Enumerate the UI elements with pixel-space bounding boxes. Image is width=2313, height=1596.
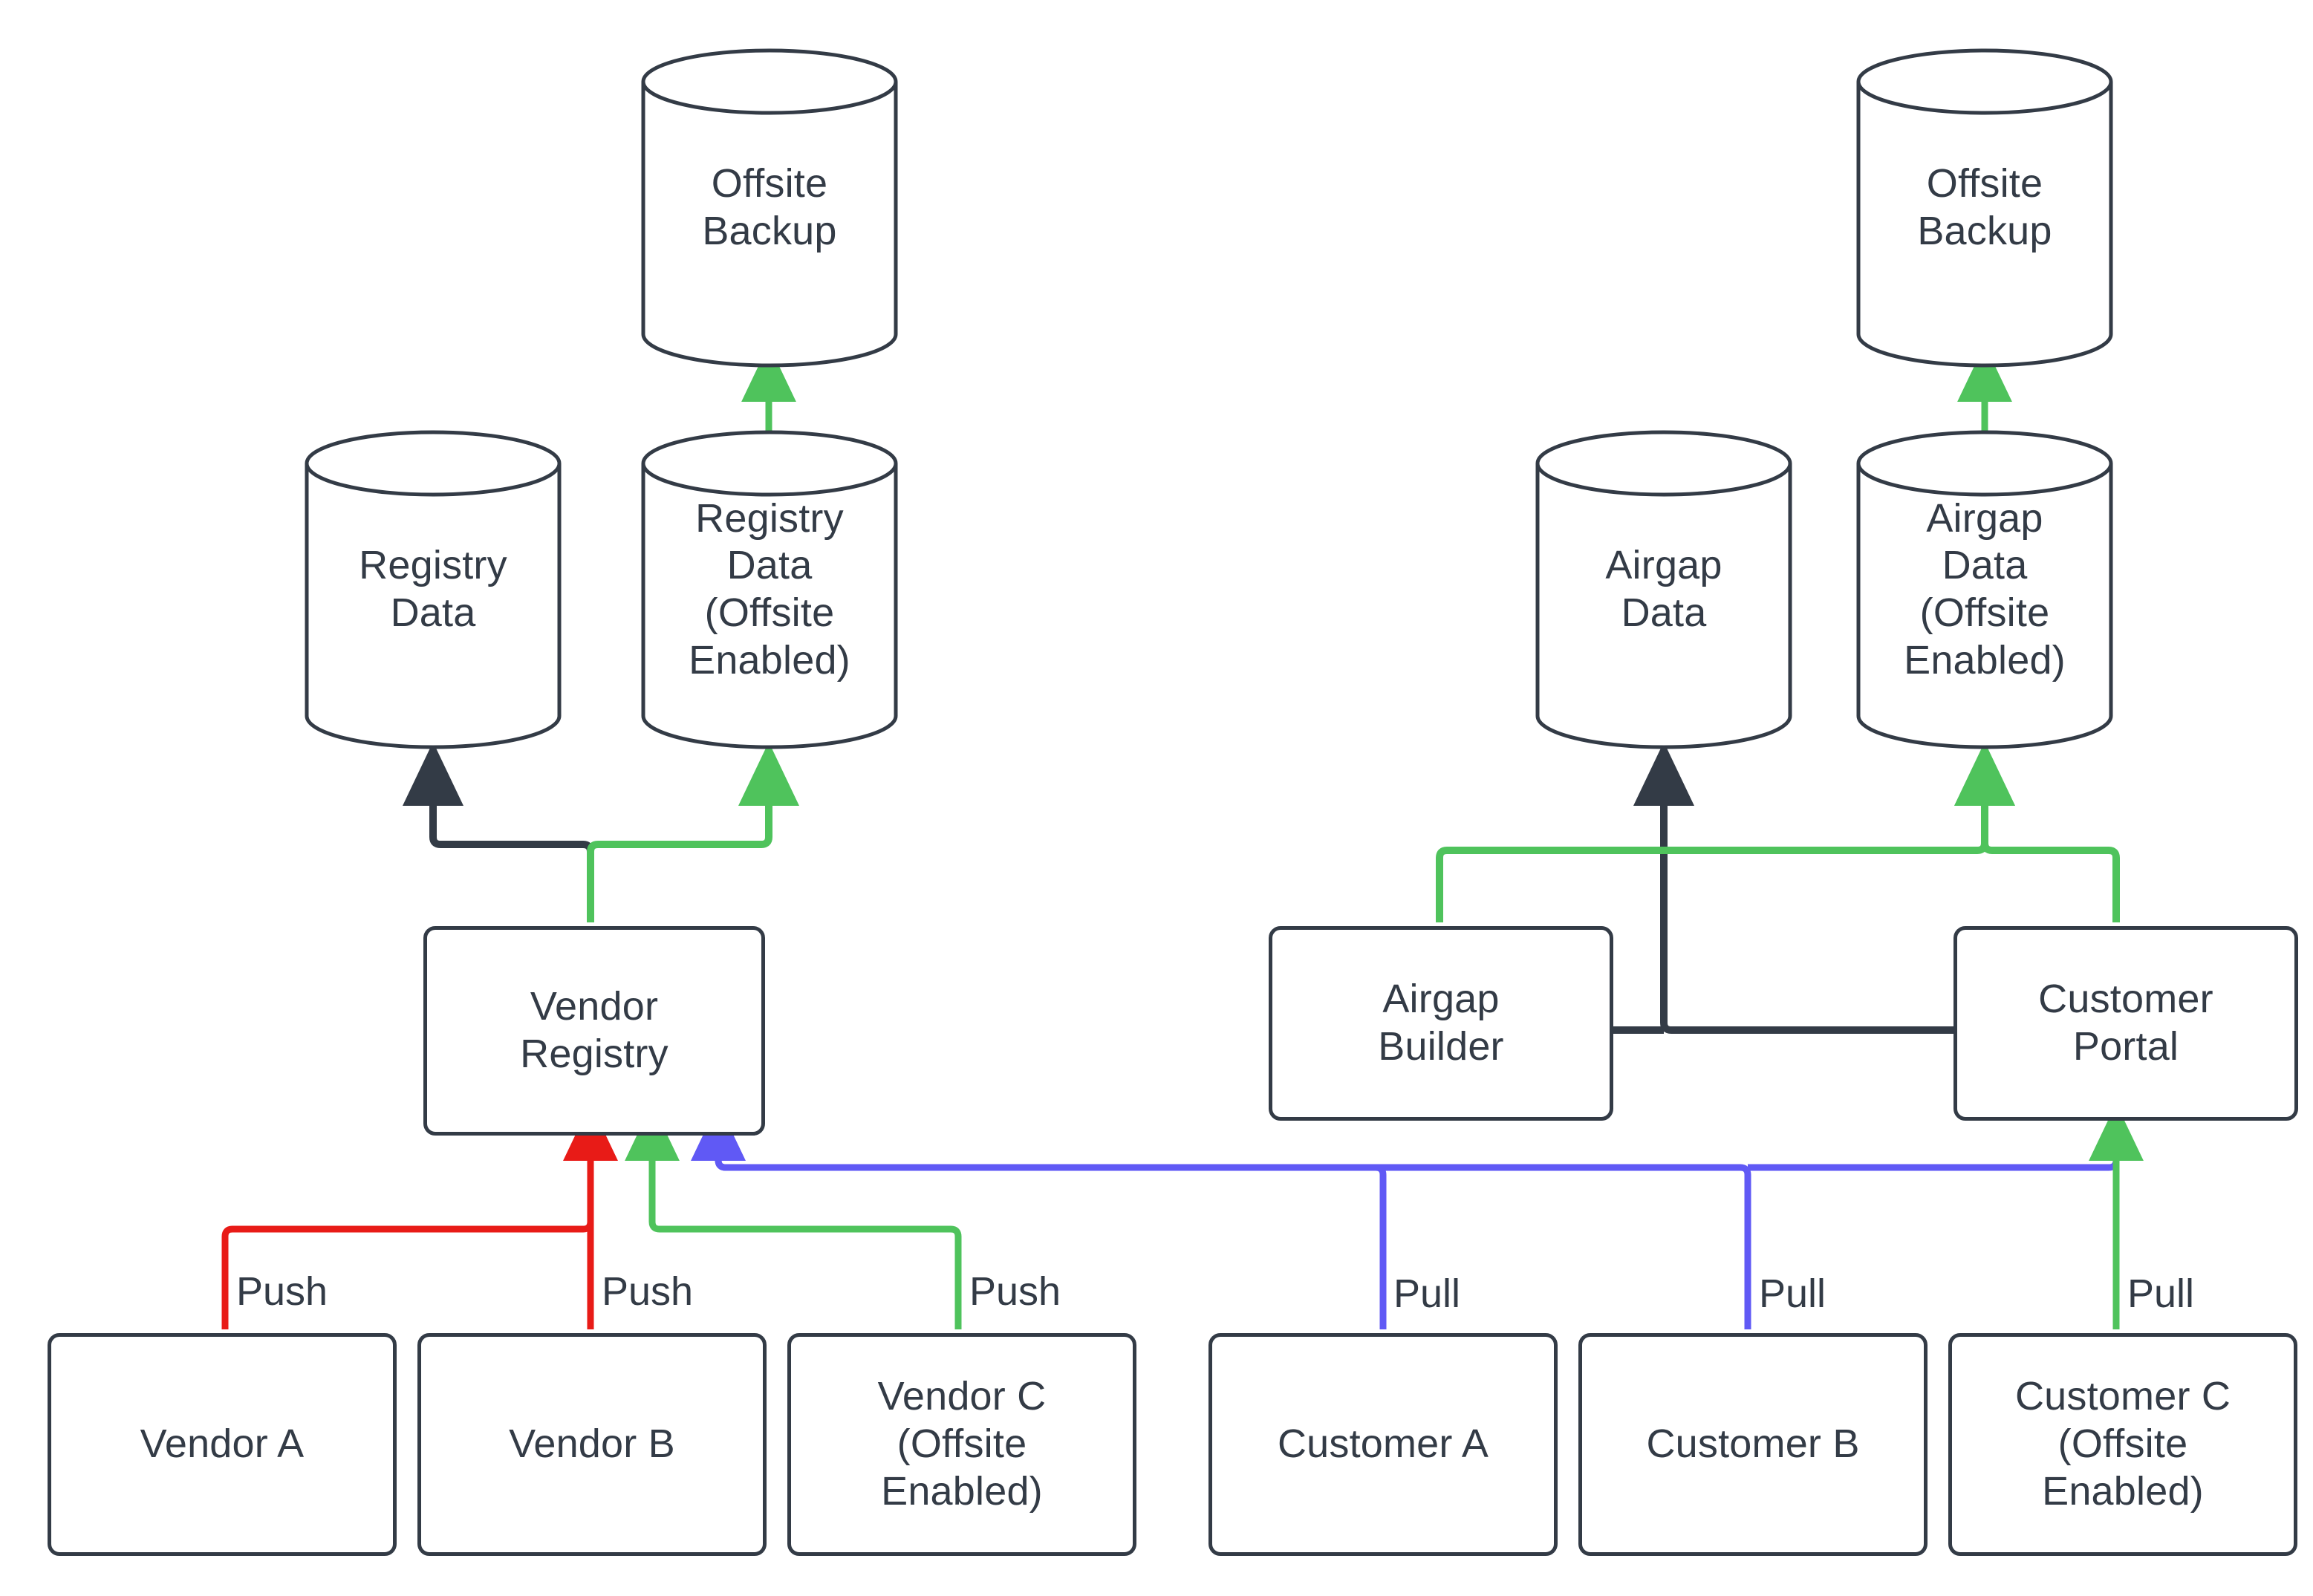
node-label: Registry Data	[359, 543, 507, 635]
node-label: Offsite Backup	[1917, 161, 2052, 253]
edge-label-vendor-a-push: Push	[236, 1269, 328, 1314]
cylinder-shape	[641, 48, 898, 368]
cylinder-shape	[641, 430, 898, 749]
edge-airgap-builder-to-airgap-data-offsite	[1436, 742, 2015, 922]
cylinder-shape	[1535, 430, 1792, 749]
node-airgap-data[interactable]: Airgap Data	[1535, 429, 1793, 750]
node-label: Airgap Data	[1605, 543, 1722, 635]
edge-label-vendor-b-push: Push	[602, 1269, 694, 1314]
edge-label-customer-c-pull: Pull	[2127, 1271, 2195, 1316]
edge-customer-b-to-vendor-registry	[691, 1103, 1751, 1329]
node-vendor-registry[interactable]: Vendor Registry	[423, 926, 765, 1136]
edge-customer-portal-to-airgap-data-offsite	[1954, 742, 2120, 922]
edge-label-vendor-c-push: Push	[969, 1269, 1061, 1314]
edge-purple-bus-right-tail	[1748, 1155, 2120, 1171]
node-label: Airgap Data (Offsite Enabled)	[1904, 495, 2066, 683]
edge-customer-portal-to-airgap-data	[1633, 742, 1953, 1034]
cylinder-shape	[1856, 430, 2113, 749]
node-registry-data[interactable]: Registry Data	[304, 429, 562, 750]
node-offsite-backup-right[interactable]: Offsite Backup	[1855, 48, 2114, 368]
node-customer-b[interactable]: Customer B	[1578, 1333, 1928, 1556]
node-customer-portal[interactable]: Customer Portal	[1953, 926, 2298, 1121]
node-vendor-c[interactable]: Vendor C (Offsite Enabled)	[787, 1333, 1136, 1556]
node-airgap-data-offsite[interactable]: Airgap Data (Offsite Enabled)	[1855, 429, 2114, 750]
edge-label-customer-a-pull: Pull	[1393, 1271, 1461, 1316]
node-customer-c[interactable]: Customer C (Offsite Enabled)	[1948, 1333, 2297, 1556]
node-offsite-backup-left[interactable]: Offsite Backup	[640, 48, 899, 368]
edge-vendor-registry-to-registry-data-offsite	[587, 742, 799, 922]
cylinder-shape	[1856, 48, 2113, 368]
node-label: Registry Data (Offsite Enabled)	[689, 495, 850, 683]
node-customer-a[interactable]: Customer A	[1208, 1333, 1558, 1556]
edge-label-customer-b-pull: Pull	[1759, 1271, 1826, 1316]
node-label: Offsite Backup	[702, 161, 837, 253]
edge-vendor-c-to-vendor-registry	[625, 1103, 962, 1329]
node-airgap-builder[interactable]: Airgap Builder	[1269, 926, 1613, 1121]
node-vendor-a[interactable]: Vendor A	[48, 1333, 397, 1556]
cylinder-shape	[305, 430, 562, 749]
node-vendor-b[interactable]: Vendor B	[417, 1333, 767, 1556]
node-registry-data-offsite[interactable]: Registry Data (Offsite Enabled)	[640, 429, 899, 750]
edge-vendor-registry-to-registry-data	[403, 742, 594, 922]
